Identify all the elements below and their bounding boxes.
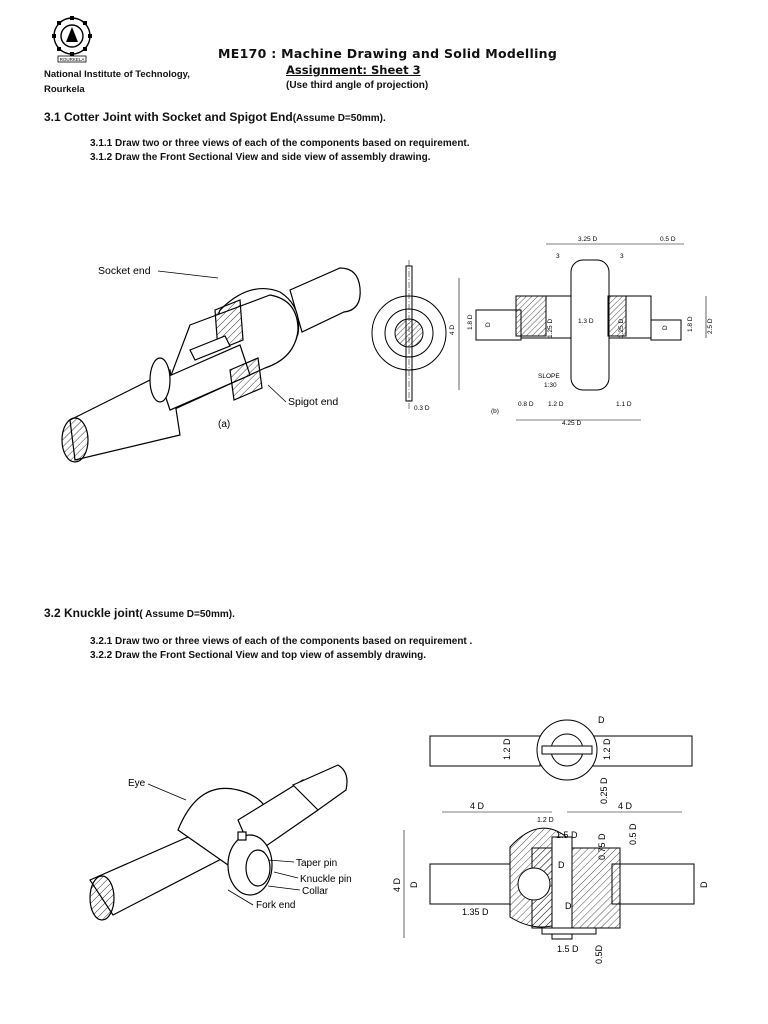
task-3-2-2: 3.2.2 Draw the Front Sectional View and … xyxy=(90,650,427,661)
socket-end-leader xyxy=(157,270,219,279)
svg-text:1.5 D: 1.5 D xyxy=(557,944,579,954)
svg-text:1.25 D: 1.25 D xyxy=(618,319,625,338)
task-3-1-1: 3.1.1 Draw two or three views of each of… xyxy=(90,138,470,149)
label-socket-end: Socket end xyxy=(98,265,151,277)
section-3-2-tasks: 3.2.1 Draw two or three views of each of… xyxy=(90,635,472,663)
label-collar: Collar xyxy=(302,886,329,897)
svg-text:0.5 D: 0.5 D xyxy=(660,236,676,243)
svg-text:1.8 D: 1.8 D xyxy=(687,316,694,332)
caption-a: (a) xyxy=(218,419,230,430)
svg-text:4 D: 4 D xyxy=(449,325,456,335)
label-eye: Eye xyxy=(128,778,146,789)
svg-text:D: D xyxy=(662,325,669,330)
svg-text:1.2 D: 1.2 D xyxy=(548,401,564,408)
section-3-1-heading: 3.1 Cotter Joint with Socket and Spigot … xyxy=(44,110,386,124)
svg-text:1.8 D: 1.8 D xyxy=(467,314,474,330)
svg-text:4 D: 4 D xyxy=(618,801,633,811)
svg-text:ROURKELA: ROURKELA xyxy=(60,57,85,62)
svg-text:D: D xyxy=(485,322,492,327)
label-spigot-end: Spigot end xyxy=(288,396,338,408)
svg-text:3.25 D: 3.25 D xyxy=(578,236,597,243)
institute-name: National Institute of Technology, Rourke… xyxy=(44,69,190,95)
cotter-joint-isometric: Socket end Spigot end (a) xyxy=(61,265,361,463)
svg-text:0.8 D: 0.8 D xyxy=(518,401,534,408)
svg-text:1.25 D: 1.25 D xyxy=(547,319,554,338)
svg-text:0.25 D: 0.25 D xyxy=(599,777,609,804)
section-3-2-heading: 3.2 Knuckle joint( Assume D=50mm). xyxy=(44,606,235,620)
svg-text:1:30: 1:30 xyxy=(544,382,557,389)
svg-text:2.5 D: 2.5 D xyxy=(707,318,714,334)
task-3-1-2: 3.1.2 Draw the Front Sectional View and … xyxy=(90,152,431,163)
svg-text:D: D xyxy=(565,901,572,911)
svg-text:SLOPE: SLOPE xyxy=(538,373,560,380)
svg-text:0.5 D: 0.5 D xyxy=(628,823,638,845)
label-fork-end: Fork end xyxy=(256,900,295,911)
cotter-joint-sectional-view: 0.3 D 3.25 D 0.5 D 3 3 4 D 1.8 D D 1.3 D… xyxy=(371,236,714,427)
nit-rourkela-logo: ROURKELA xyxy=(52,16,92,63)
svg-text:3: 3 xyxy=(556,253,560,260)
svg-text:1.2 D: 1.2 D xyxy=(537,817,554,824)
course-title: ME170 : Machine Drawing and Solid Modell… xyxy=(218,46,558,61)
label-taper-pin: Taper pin xyxy=(296,858,337,869)
svg-text:D: D xyxy=(409,881,419,888)
knuckle-joint-isometric: Eye Taper pin Knuckle pin Collar Fork en… xyxy=(89,764,352,921)
svg-text:1.35 D: 1.35 D xyxy=(462,907,489,917)
label-knuckle-pin: Knuckle pin xyxy=(300,874,352,885)
svg-text:4 D: 4 D xyxy=(392,877,402,892)
assignment-title: Assignment: Sheet 3 xyxy=(286,63,421,77)
svg-text:1.2 D: 1.2 D xyxy=(602,738,612,760)
svg-text:D: D xyxy=(558,860,565,870)
knuckle-joint-orthographic: D 1.2 D 1.2 D 0.25 D 4 D 4 D 1.2 D 1.5 D… xyxy=(392,715,709,964)
svg-text:1.2 D: 1.2 D xyxy=(502,738,512,760)
svg-text:D: D xyxy=(598,715,605,725)
svg-text:4.25 D: 4.25 D xyxy=(562,420,581,427)
svg-text:0.75 D: 0.75 D xyxy=(597,833,607,860)
spigot-end-leader xyxy=(267,384,287,403)
svg-text:0.5D: 0.5D xyxy=(594,944,604,964)
projection-note: (Use third angle of projection) xyxy=(286,80,429,91)
svg-text:D: D xyxy=(699,881,709,888)
svg-text:1.5 D: 1.5 D xyxy=(556,830,578,840)
task-3-2-1: 3.2.1 Draw two or three views of each of… xyxy=(90,636,473,647)
svg-text:0.3 D: 0.3 D xyxy=(414,405,430,412)
svg-text:1.1 D: 1.1 D xyxy=(616,401,632,408)
svg-text:(b): (b) xyxy=(491,408,499,415)
svg-text:4 D: 4 D xyxy=(470,801,485,811)
svg-text:1.3 D: 1.3 D xyxy=(578,318,594,325)
svg-text:3: 3 xyxy=(620,253,624,260)
section-3-1-tasks: 3.1.1 Draw two or three views of each of… xyxy=(90,137,470,165)
